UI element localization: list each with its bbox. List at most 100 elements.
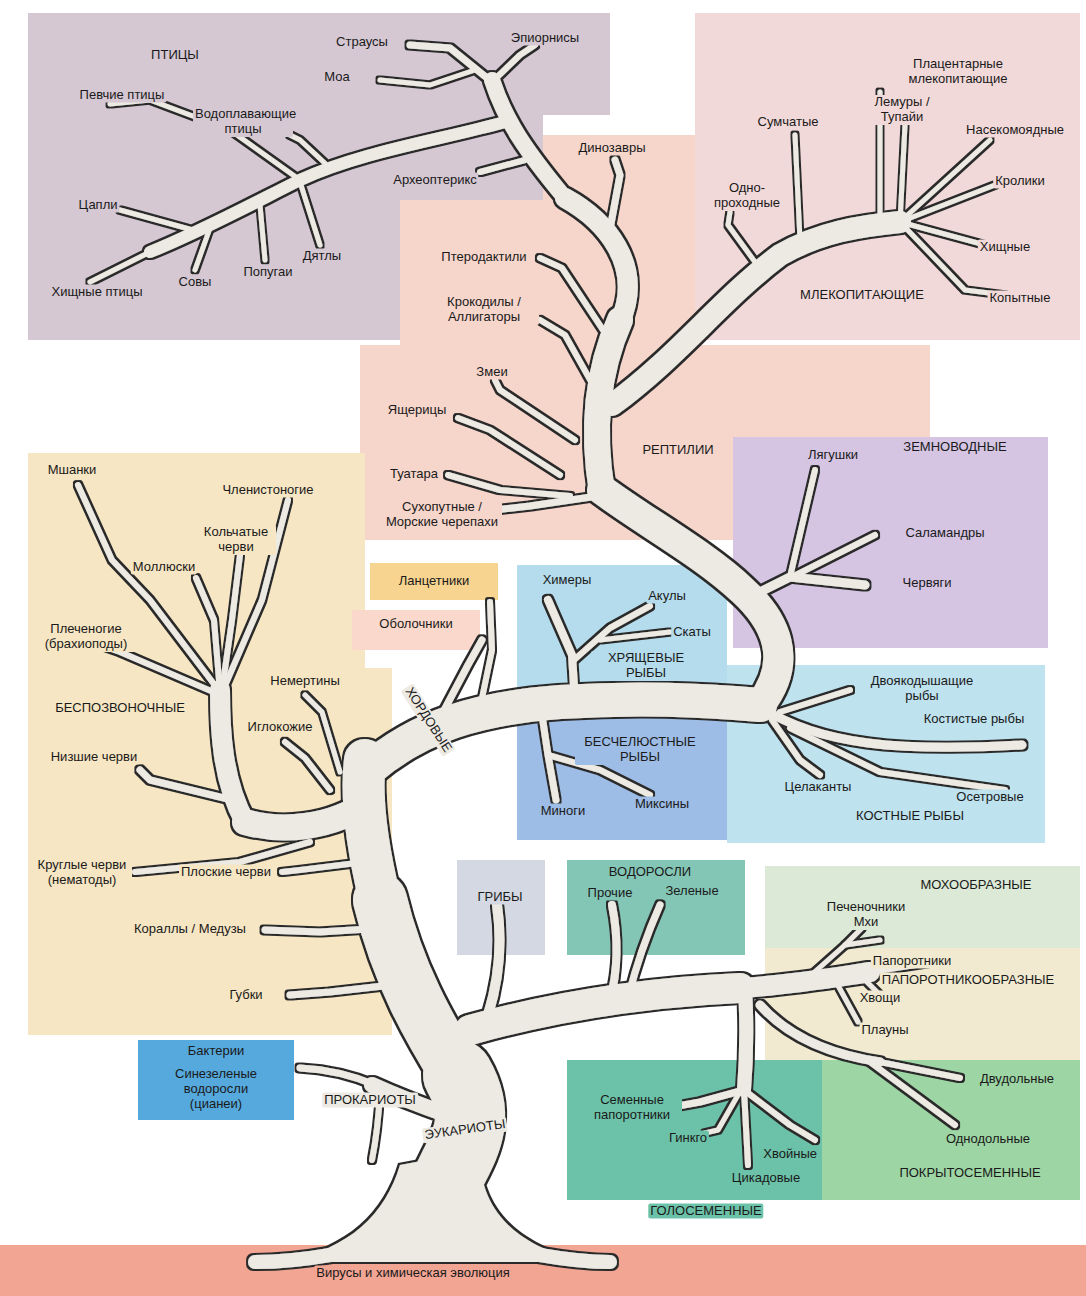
panel-text: Целаканты [783, 780, 854, 795]
panel-text: Цапли [76, 198, 119, 213]
tree-branch [880, 1062, 960, 1078]
panel-text: ХРЯЩЕВЫЕ РЫБЫ [591, 651, 701, 681]
panel-text: Саламандры [903, 526, 986, 541]
tree-branch [220, 690, 245, 822]
panel-fill [28, 453, 392, 1035]
tree-branch [380, 70, 475, 85]
panel-fill [457, 860, 545, 955]
tree-branch [470, 988, 740, 1030]
tree-branch [565, 198, 628, 322]
tree-branch [795, 135, 800, 240]
panel-text: Археоптерикс [391, 173, 478, 188]
tree-branch [120, 210, 200, 232]
tree-branch [870, 962, 935, 972]
panel-text: Ящерицы [386, 403, 448, 418]
tree-branch [448, 475, 570, 496]
panel-text: Однодольные [944, 1132, 1032, 1147]
group-panel: Семенные папоротникиГинкгоХвойныеЦикадов… [567, 1060, 822, 1200]
tree-branch [265, 928, 385, 932]
panel-text: Оболочники [377, 617, 454, 632]
tree-branch [440, 640, 482, 718]
tree-branch [548, 755, 650, 795]
panel-text: ГРИБЫ [475, 890, 524, 905]
tree-branch [870, 1062, 955, 1125]
panel-text: ПТИЦЫ [149, 48, 201, 63]
panel-text: Моа [322, 70, 351, 85]
tree-branch [548, 600, 575, 702]
tree-branch [480, 602, 492, 708]
tree-branch [140, 770, 232, 800]
panel-text: Певчие птицы [78, 88, 167, 103]
panel-text: Двоякодышащие рыбы [857, 674, 987, 704]
panel-text: Миксины [633, 797, 691, 812]
panel-text: Хищные [978, 240, 1032, 255]
panel-text: ГОЛОСЕМЕННЫЕ [648, 1204, 763, 1219]
tree-branch [195, 228, 210, 270]
panel-text: Мшанки [46, 463, 99, 478]
panel-text: Моллюски [131, 560, 197, 575]
tree-branch [245, 800, 372, 827]
panel-fill [517, 700, 727, 840]
group-panel: Ланцетники [370, 563, 498, 600]
tree-branch [878, 92, 883, 226]
panel-text: Гинкго [667, 1131, 709, 1146]
group-panel: Двоякодышащие рыбыКостистые рыбыЦелакант… [727, 665, 1045, 843]
tree-branch [900, 222, 985, 245]
panel-text: Дятлы [301, 249, 343, 264]
tree-branch [540, 320, 593, 385]
panel-text: Иглокожие [246, 720, 315, 735]
panel-text: ПАПОРОТНИКООБРАЗНЫЕ [880, 973, 1056, 988]
panel-fill [352, 610, 480, 650]
panel-text: Сумчатые [756, 115, 821, 130]
tree-branch [835, 980, 858, 1022]
panel-text: Попугаи [241, 265, 294, 280]
panel-fill [370, 563, 498, 600]
panel-text: ЗЕМНОВОДНЫЕ [901, 440, 1008, 455]
tree-branch [222, 555, 240, 690]
group-panel: Вирусы и химическая эволюция [0, 1245, 1086, 1296]
group-panel: ДвудольныеОднодольныеПОКРЫТОСЕМЕННЫЕ [822, 1060, 1080, 1200]
panel-text: РЕПТИЛИИ [640, 443, 715, 458]
panel-text: Немертины [268, 674, 341, 689]
tree-branch [300, 1068, 375, 1085]
panel-text: Папоротники [871, 954, 953, 969]
trunk-label: ЭУКАРИОТЫ [422, 1117, 509, 1144]
panel-text: Губки [227, 988, 264, 1003]
panel-text: ВОДОРОСЛИ [607, 865, 693, 880]
tree-branch [900, 125, 905, 222]
tree-branch [574, 606, 650, 660]
tree-branch [540, 702, 556, 800]
group-panel: БактерииСинезеленые водоросли (цианеи) [138, 1040, 294, 1120]
tree-branch [380, 900, 458, 1075]
tree-branch [460, 496, 598, 514]
tree-branch [480, 160, 525, 172]
panel-fill [517, 565, 727, 700]
tree-branch [900, 185, 995, 222]
tree-branch [744, 1090, 748, 1165]
panel-text: Водоплавающие птицы [193, 107, 293, 137]
panel-text: БЕСЧЕЛЮСТНЫЕ РЫБЫ [575, 735, 705, 765]
group-panel: МшанкиЧленистоногиеКольчатые червиМоллюс… [28, 453, 392, 1035]
panel-text: Сухопутные / Морские черепахи [382, 500, 502, 530]
tree-branch [224, 500, 288, 688]
tree-branch [540, 1255, 610, 1262]
group-panel: ХимерыАкулыСкатыХРЯЩЕВЫЕ РЫБЫ [517, 565, 727, 700]
group-panel: МОХООБРАЗНЫЕПеченочники Мхи [765, 866, 1080, 948]
tree-branch [255, 1255, 330, 1262]
tree-branch [260, 205, 265, 260]
tree-branch [740, 972, 870, 988]
tree-branch [790, 728, 1005, 790]
tree-branch [780, 690, 850, 712]
tree-branch [610, 905, 617, 1000]
tree-branch [196, 578, 220, 692]
tree-branch [78, 485, 220, 692]
panel-text: Динозавры [577, 141, 648, 156]
tree-branch [792, 535, 875, 577]
group-panel: Оболочники [352, 610, 480, 650]
panel-fill [822, 1060, 1080, 1200]
panel-text: Низшие черви [49, 750, 140, 765]
tree-branch [600, 632, 670, 640]
panel-shape [457, 860, 545, 955]
panel-shape [517, 700, 727, 840]
panel-text: Акулы [646, 589, 688, 604]
